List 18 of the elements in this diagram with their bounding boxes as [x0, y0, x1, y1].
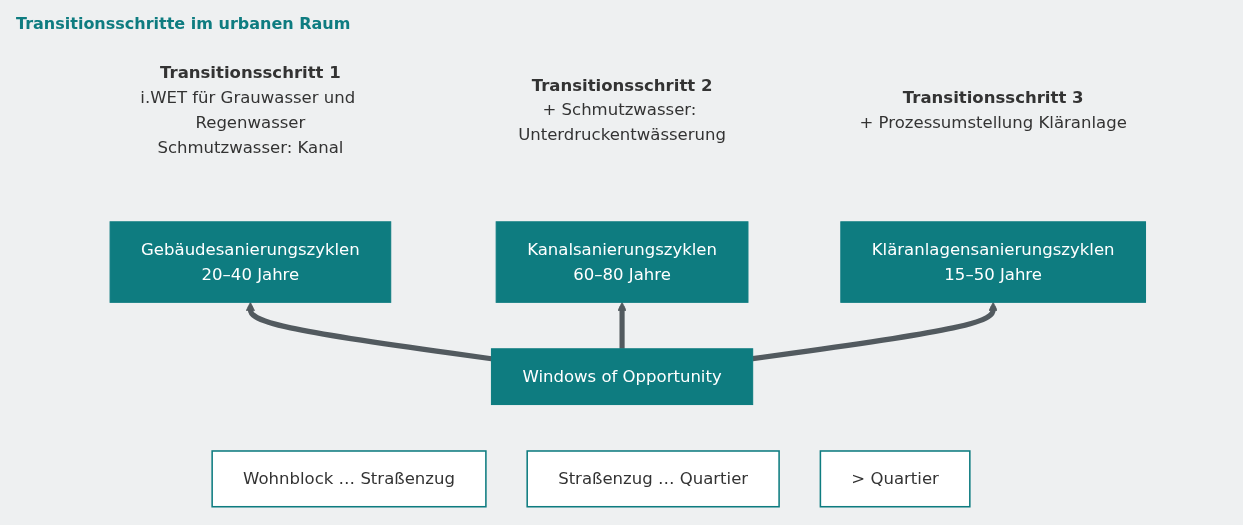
- node-label: Transitionsschritt 2: [531, 75, 713, 95]
- node-box: Kanalsanierungszyklen 60–80 Jahre: [495, 221, 749, 303]
- node-box: Wohnblock … Straßenzug: [211, 450, 487, 508]
- node-label: + Schmutzwasser: Unterdruckentwässerung: [518, 99, 726, 145]
- node-box: > Quartier: [819, 450, 971, 508]
- node-label: Schmutzwasser: Kanal: [157, 137, 344, 157]
- arrow: [617, 301, 627, 349]
- node-label: Transitionsschritt 3: [902, 87, 1084, 108]
- arrow: [752, 301, 998, 362]
- node-box: Kläranlagensanierungszyklen 15–50 Jahre: [840, 221, 1147, 303]
- node-label: + Prozessumstellung Kläranlage: [859, 112, 1127, 132]
- node-box: Straßenzug … Quartier: [526, 450, 780, 508]
- node-box: Gebäudesanierungszyklen 20–40 Jahre: [109, 221, 392, 303]
- diagram-title: Transitionsschritte im urbanen Raum: [16, 14, 352, 33]
- arrow: [245, 301, 492, 362]
- node-box: Windows of Opportunity: [490, 348, 754, 406]
- node-label: Transitionsschritt 1: [160, 62, 341, 83]
- node-label: i.WET für Grauwasser und Regenwasser: [140, 87, 356, 132]
